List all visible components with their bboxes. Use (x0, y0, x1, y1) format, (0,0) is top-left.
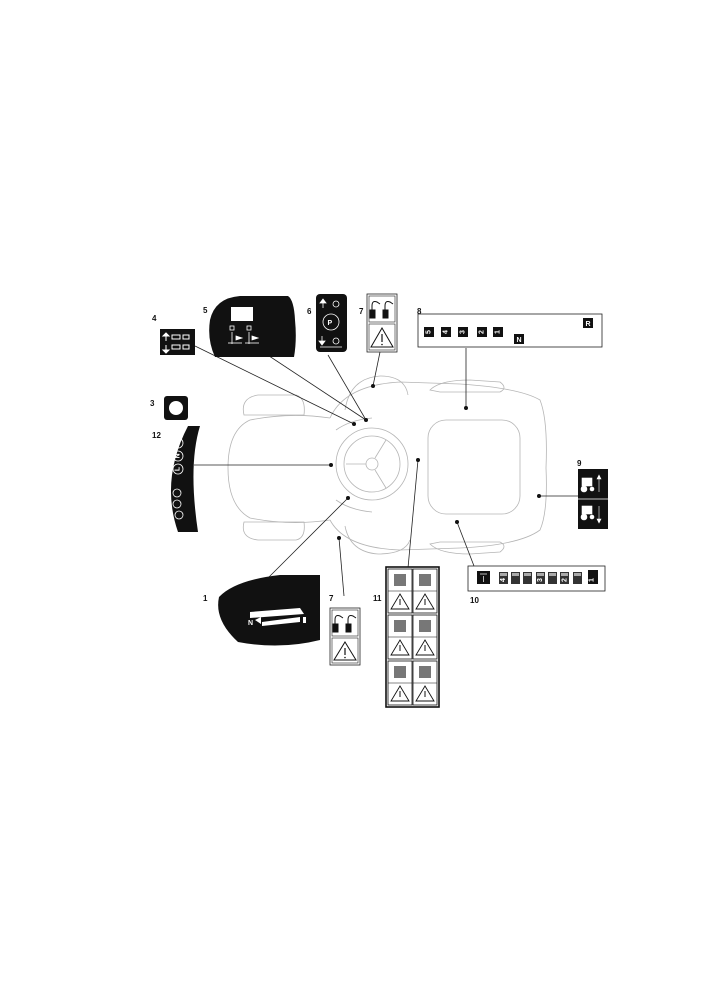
decal-10: 4 3 2 1 (467, 565, 606, 592)
decal-6-letter: P (328, 320, 333, 327)
leader-lines (194, 341, 578, 597)
decal-8-gear-box (441, 327, 451, 337)
callout-4: 4 (152, 314, 157, 323)
decal-5 (209, 296, 296, 357)
decal-10-slot (511, 572, 520, 584)
decal-1: N (218, 575, 320, 646)
warning-triangle-icon (415, 593, 435, 610)
decal-8-gear-label: 4 (443, 330, 450, 334)
callout-6: 6 (307, 307, 312, 316)
decal-10-slot (499, 572, 508, 584)
decal-10-gear-label: 3 (537, 578, 544, 582)
tractor-icon (580, 474, 602, 524)
callout-5: 5 (203, 306, 208, 315)
decal-4 (160, 329, 195, 355)
decal-9 (578, 469, 608, 529)
decal-10-slot (536, 572, 545, 584)
warning-triangle-icon (333, 641, 357, 661)
decal-12-letter-ring (172, 437, 184, 449)
decal-1-letter: N (248, 620, 253, 627)
callout-7-bottom: 7 (329, 594, 334, 603)
decal-6: P (316, 294, 347, 352)
decal-10-gear-label: 4 (500, 578, 507, 582)
decal-8-gear-label: 3 (460, 330, 467, 334)
decal-8-gear-label: 5 (426, 330, 433, 334)
warning-triangle-icon (390, 593, 410, 610)
decal-12-letter: N (175, 453, 182, 458)
callout-10: 10 (470, 596, 479, 605)
decal-7-bottom (329, 607, 361, 666)
decal-10-end-box (588, 570, 598, 584)
decal-8-reverse: R (586, 321, 591, 328)
decal-10-slot (523, 572, 532, 584)
decal-3 (164, 396, 188, 420)
warning-triangle-icon (390, 685, 410, 702)
decal-10-gear-label: 1 (589, 578, 596, 582)
decal-8-neutral: N (517, 337, 522, 344)
decal-10-slot (573, 572, 582, 584)
warning-triangle-icon (370, 327, 394, 348)
decal-11-pictogram (419, 574, 431, 586)
decal-7-top (366, 293, 398, 353)
callout-1: 1 (203, 594, 208, 603)
decal-10-gear-label: 2 (562, 578, 569, 582)
lever-icon (369, 301, 394, 319)
decal-11-pictogram (419, 620, 431, 632)
callout-3: 3 (150, 399, 155, 408)
decal-12-letter-ring (172, 450, 184, 462)
decal-10-slot-mark (537, 573, 544, 576)
decal-11-pictogram (419, 666, 431, 678)
decal-10-slot-mark (524, 573, 531, 576)
callout-7-top: 7 (359, 307, 364, 316)
decal-11-pictogram (394, 574, 406, 586)
warning-triangle-icon (415, 639, 435, 656)
decal-8-gear-label: 1 (495, 330, 502, 334)
decal-10-slot-mark (561, 573, 568, 576)
decal-12-letter: H (175, 440, 182, 445)
decal-10-slot-mark (512, 573, 519, 576)
decal-12: L N H (170, 426, 200, 532)
decal-8-gear-box (424, 327, 434, 337)
decal-11-pictogram (394, 620, 406, 632)
decal-8-gear-box (458, 327, 468, 337)
warning-triangle-icon (415, 685, 435, 702)
callout-8: 8 (417, 307, 422, 316)
decal-10-slot (548, 572, 557, 584)
callout-numbers: 1 3 4 5 6 7 7 8 9 10 11 12 (150, 306, 582, 605)
callout-11: 11 (373, 594, 382, 603)
decal-12-letter: L (175, 466, 182, 471)
decal-10-slot-mark (549, 573, 556, 576)
decal-8-gear-label: 2 (479, 330, 486, 334)
callout-12: 12 (152, 431, 161, 440)
decal-8-gear-box (477, 327, 487, 337)
decal-8: 5 4 3 2 1 N R (417, 313, 603, 348)
decal-11-pictogram (394, 666, 406, 678)
tractor-outline (227, 375, 547, 555)
lever-icon (332, 615, 357, 633)
decal-12-letter-ring (172, 463, 184, 475)
callout-9: 9 (577, 459, 582, 468)
decal-10-slot-mark (500, 573, 507, 576)
decal-10-slot (560, 572, 569, 584)
decal-8-gear-box (493, 327, 503, 337)
decal-10-slot-mark (574, 573, 581, 576)
decal-11 (385, 566, 440, 708)
warning-triangle-icon (390, 639, 410, 656)
